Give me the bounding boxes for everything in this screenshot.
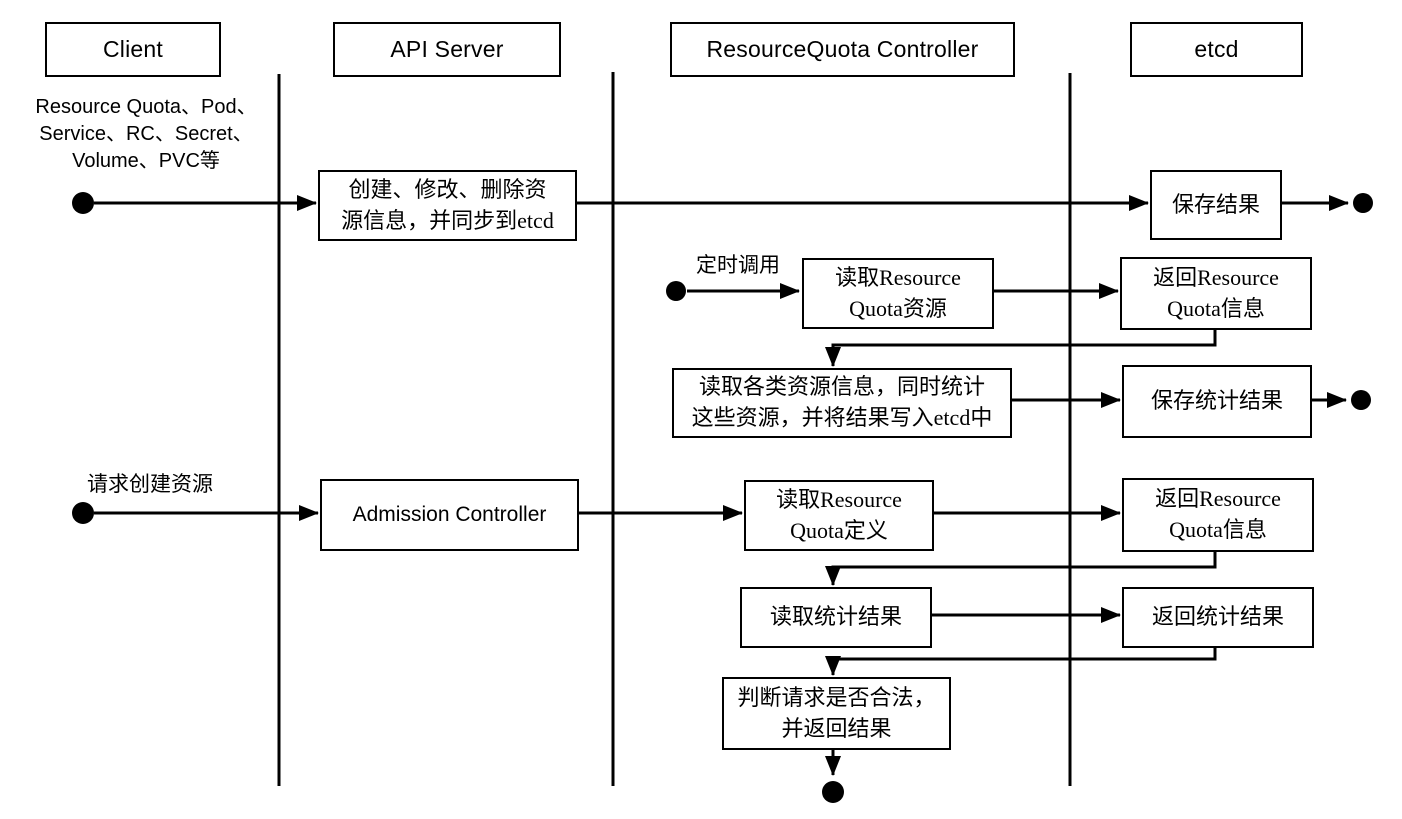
- step-return-rq-info-2: 返回Resource Quota信息: [1122, 478, 1314, 552]
- step-create-modify-delete: 创建、修改、删除资 源信息，并同步到etcd: [318, 170, 577, 241]
- step-validate-request: 判断请求是否合法， 并返回结果: [722, 677, 951, 750]
- end-circle-save-stats: [1351, 390, 1371, 410]
- start-circle-timer: [666, 281, 686, 301]
- step-read-rq-definition: 读取Resource Quota定义: [744, 480, 934, 551]
- end-circle-save-result: [1353, 193, 1373, 213]
- timer-call-label: 定时调用: [696, 253, 780, 277]
- step-read-rq-resource: 读取Resource Quota资源: [802, 258, 994, 329]
- start-circle-create: [72, 192, 94, 214]
- step-save-stats-result: 保存统计结果: [1122, 365, 1312, 438]
- bend-return-stats-to-validate: [825, 644, 1217, 676]
- end-circle-validate: [822, 781, 844, 803]
- step-return-rq-info-1: 返回Resource Quota信息: [1120, 257, 1312, 330]
- participant-api-server: API Server: [333, 22, 561, 77]
- step-return-stats-result: 返回统计结果: [1122, 587, 1314, 648]
- start-circle-request: [72, 502, 94, 524]
- participant-rq-controller: ResourceQuota Controller: [670, 22, 1015, 77]
- step-save-result: 保存结果: [1150, 170, 1282, 240]
- step-read-all-resources: 读取各类资源信息，同时统计 这些资源，并将结果写入etcd中: [672, 368, 1012, 438]
- client-resources-note: Resource Quota、Pod、 Service、RC、Secret、 V…: [35, 96, 257, 173]
- request-create-label: 请求创建资源: [87, 472, 213, 496]
- step-read-stats-result: 读取统计结果: [740, 587, 932, 648]
- participant-client: Client: [45, 22, 221, 77]
- step-admission-controller: Admission Controller: [320, 479, 579, 551]
- bend-return-info-to-read-stats: [825, 548, 1217, 586]
- bend-return-rq-to-read-all: [825, 326, 1217, 367]
- participant-etcd: etcd: [1130, 22, 1303, 77]
